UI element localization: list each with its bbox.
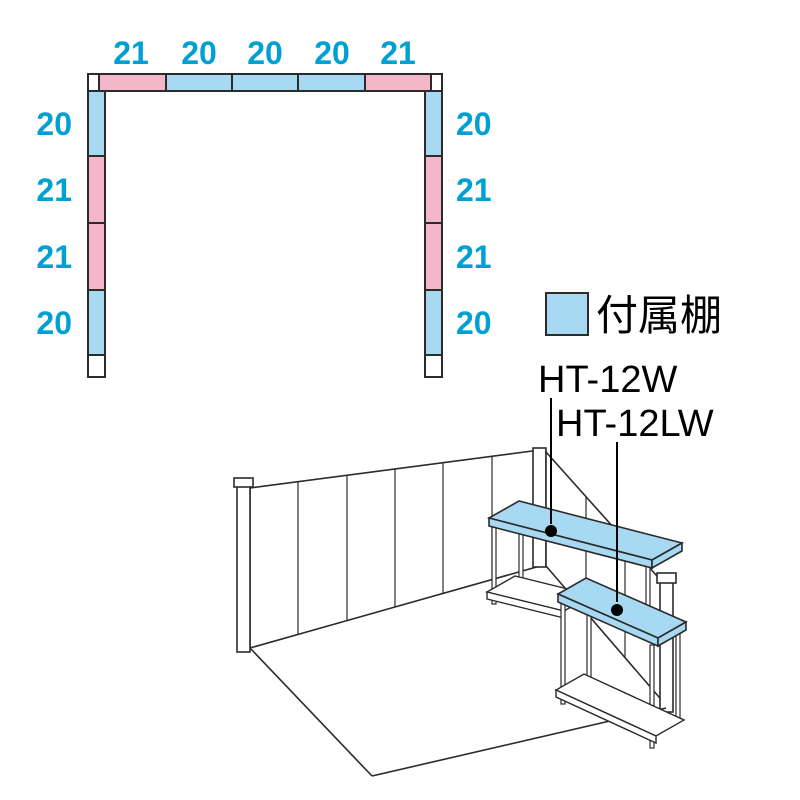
panel-segment-20 (87, 90, 106, 157)
shelf-marker-dot-lower (611, 604, 623, 616)
dimension-label-right-3: 21 (456, 239, 492, 275)
plan-top-wall (87, 73, 443, 92)
panel-corner-cap (430, 73, 443, 92)
panel-segment-20 (87, 289, 106, 356)
panel-segment-20 (424, 90, 443, 157)
shelf-rail-front (555, 688, 657, 745)
right-wall-post (659, 581, 674, 713)
shelf-unit-upper (485, 500, 685, 641)
right-post-cap (656, 572, 677, 584)
left-post-cap (233, 477, 254, 488)
dimension-label-top-3: 20 (247, 35, 283, 71)
panel-segment-20 (165, 73, 233, 92)
legend: 付属棚 HT-12W HT-12LW (538, 292, 722, 445)
shelf-leg (675, 628, 681, 719)
dimension-label-right-2: 21 (456, 172, 492, 208)
shelf-end-lower (657, 620, 687, 648)
dimension-label-top-1: 21 (113, 35, 149, 71)
shelf-leg (649, 644, 655, 749)
left-wall-post (236, 485, 251, 653)
dimension-label-left-3: 21 (36, 239, 72, 275)
dimension-label-left-1: 20 (36, 106, 72, 142)
panel-segment-21 (98, 73, 167, 92)
floor-edge-left (249, 647, 373, 777)
legend-model-lower: HT-12LW (556, 403, 714, 445)
interior-view (233, 398, 688, 777)
panel-segment-21 (364, 73, 432, 92)
dimension-label-top-2: 20 (181, 35, 217, 71)
panel-segment-21 (87, 155, 106, 224)
panel-segment-21 (424, 155, 443, 224)
panel-segment-20 (424, 289, 443, 356)
plan-right-wall (424, 90, 443, 378)
panel-segment-20 (231, 73, 299, 92)
floor-plan: 21 20 20 20 21 20 21 21 20 20 21 21 20 (36, 35, 492, 378)
dimension-label-right-1: 20 (456, 106, 492, 142)
shelf-end-upper (651, 541, 683, 570)
panel-segment-21 (87, 222, 106, 291)
dimension-label-right-4: 20 (456, 305, 492, 341)
panel-segment-21 (424, 222, 443, 291)
dimension-label-left-2: 21 (36, 172, 72, 208)
dimension-label-left-4: 20 (36, 305, 72, 341)
panel-corner-cap (87, 73, 100, 92)
legend-shelf-label: 付属棚 (596, 292, 722, 339)
legend-model-upper: HT-12W (538, 359, 677, 401)
panel-end-cap (87, 354, 106, 378)
panel-segment-20 (297, 73, 366, 92)
dimension-label-top-4: 20 (314, 35, 350, 71)
shelf-marker-dot-upper (545, 525, 557, 537)
panel-end-cap (424, 354, 443, 378)
legend-swatch-shelf (545, 292, 589, 336)
plan-left-wall (87, 90, 106, 378)
dimension-label-top-5: 21 (380, 35, 416, 71)
